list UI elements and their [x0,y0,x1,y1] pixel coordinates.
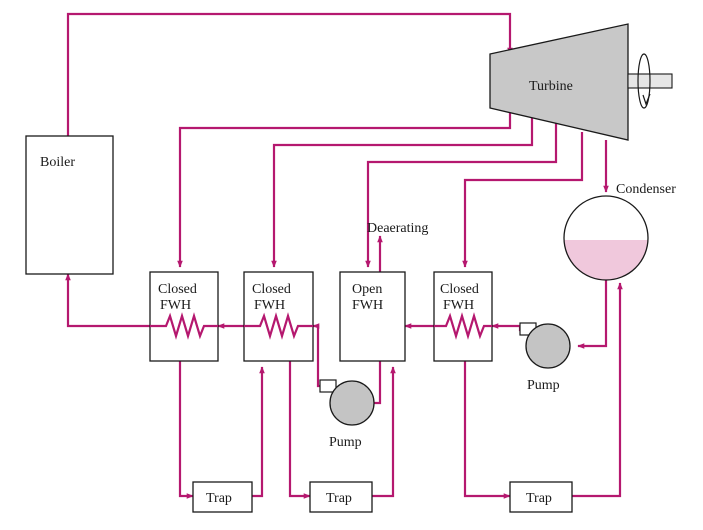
drain-trap2-to-open-fwh [372,366,396,498]
condenser: Condenser [563,182,676,281]
condensate-liquid [564,240,648,280]
fwh1-label-line1: Closed [158,282,197,297]
pump-outlet-icon [319,379,337,393]
drain-fwh1-to-trap1 [178,361,194,499]
deaerating-label: Deaerating [367,221,428,236]
trap1-label: Trap [206,491,232,506]
open-fwh: Open FWH [339,271,406,362]
pump-icon [525,323,571,369]
trap-1: Trap [192,481,253,513]
trap2-label: Trap [326,491,352,506]
pump-open-label: Pump [329,435,362,450]
fwh4-label-line2: FWH [443,298,474,313]
fwh2-label-line2: FWH [254,298,285,313]
heat-exchanger-coil-icon [244,312,313,340]
boiler-label: Boiler [40,155,75,170]
turbine-body [489,23,629,141]
turbine: Turbine [489,23,673,141]
heat-exchanger-coil-icon [434,312,492,340]
extraction-line-4 [462,132,584,268]
main-steam-line [66,12,513,272]
drain-trap1-to-fwh2 [252,366,265,498]
pump-condensate-label: Pump [527,378,560,393]
closed-fwh-4: Closed FWH [433,271,493,362]
boiler: Boiler [25,135,114,275]
closed-fwh-2: Closed FWH [243,271,314,362]
feedwater-line-pump-to-fwh2 [312,323,335,388]
turbine-shaft-icon [627,53,673,109]
fwh1-label-line2: FWH [160,298,191,313]
drain-trap3-to-condenser [572,282,623,498]
drain-fwh4-to-trap3 [463,361,511,499]
fwh4-label-line1: Closed [440,282,479,297]
open-fwh-label-line2: FWH [352,298,383,313]
trap-3: Trap [509,481,573,513]
trap-2: Trap [309,481,373,513]
open-fwh-label-line1: Open [352,282,382,297]
extraction-line-1 [177,108,512,268]
turbine-label: Turbine [529,79,573,94]
pump-icon [329,380,375,426]
condenser-outlet-line [577,280,608,349]
pump-open-fwh: Pump [319,379,375,450]
heat-exchanger-coil-icon [150,312,218,340]
feedwater-line-fwh1-to-boiler [65,273,150,328]
feedwater-line-pump-to-fwh4 [491,323,524,332]
extraction-line-3 [365,122,558,268]
extraction-line-2 [271,116,534,268]
trap3-label: Trap [526,491,552,506]
closed-fwh-1: Closed FWH [149,271,219,362]
open-fwh-outlet [374,361,382,405]
drain-fwh2-to-trap2 [288,361,311,499]
fwh2-label-line1: Closed [252,282,291,297]
condenser-label: Condenser [616,182,676,197]
pump-condensate: Pump [519,322,571,393]
